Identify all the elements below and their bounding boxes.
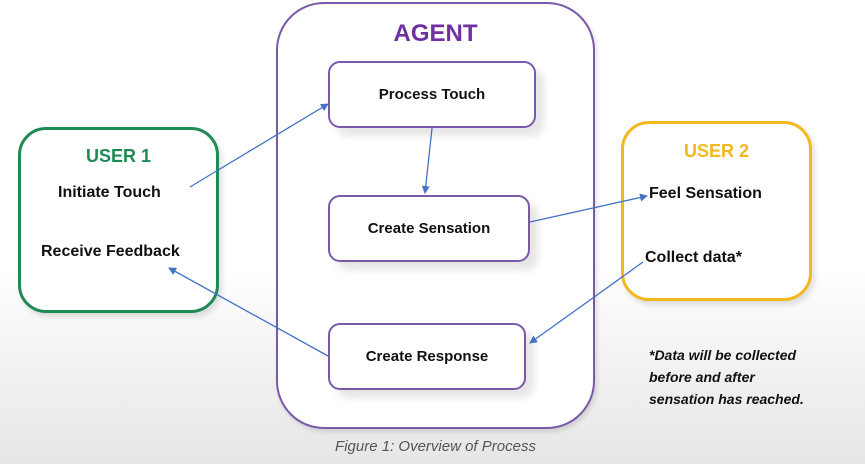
note-line: *Data will be collected (649, 347, 797, 363)
arrow-response-to-feedback (168, 267, 329, 357)
create-response-box: Create Response (328, 323, 526, 390)
arrow-collect-to-response (529, 261, 644, 344)
user1-title: USER 1 (85, 146, 152, 166)
figure-caption: Figure 1: Overview of Process (335, 438, 536, 455)
arrow-sensation-to-feel (529, 193, 648, 223)
arrow-process-to-sensation (421, 127, 433, 194)
feel-sensation-label: Feel Sensation (649, 185, 762, 202)
user2-title: USER 2 (683, 141, 750, 161)
note-line: sensation has reached. (649, 391, 804, 407)
arrow-initiate-to-process (189, 103, 329, 188)
note-line: before and after (649, 369, 755, 385)
initiate-touch-label: Initiate Touch (58, 184, 161, 201)
agent-title: AGENT (393, 20, 478, 47)
collect-data-label: Collect data* (645, 249, 742, 266)
receive-feedback-label: Receive Feedback (41, 243, 180, 260)
process-touch-box: Process Touch (328, 61, 536, 128)
data-collection-note: *Data will be collected before and after… (649, 344, 804, 410)
user1-container (18, 127, 219, 313)
create-sensation-box: Create Sensation (328, 195, 530, 262)
user2-container (621, 121, 812, 301)
